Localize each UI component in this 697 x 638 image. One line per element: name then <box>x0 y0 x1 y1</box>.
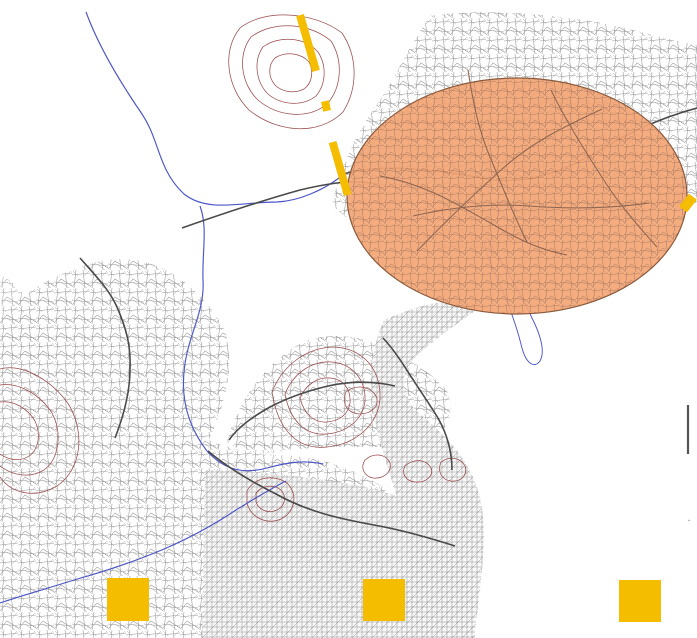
west-edge-network <box>0 275 51 373</box>
yellow-tick-right-edge <box>679 193 697 213</box>
east-islands-contour-3 <box>439 457 467 482</box>
central-hill-contour-3 <box>299 377 351 423</box>
yellow-tick-top <box>296 14 320 72</box>
west-hill-contour-1 <box>0 367 80 494</box>
south-hill-contour-1 <box>246 477 295 522</box>
southwest-river <box>0 480 287 604</box>
west-main-road <box>79 257 131 439</box>
yellow-tick-lower <box>328 140 352 197</box>
study-area-road-network <box>379 69 658 256</box>
frame-marks <box>686 405 691 522</box>
legend-markers <box>107 14 697 622</box>
study-area <box>346 69 688 315</box>
northwest-river <box>85 11 340 206</box>
yellow-square-center <box>363 579 405 621</box>
yellow-tick-middle <box>321 100 331 112</box>
yellow-square-left <box>107 578 149 621</box>
east-connector <box>382 337 453 471</box>
central-hill-contour-1 <box>271 346 381 448</box>
east-islands-contour-2 <box>403 460 432 483</box>
west-hill-contour-2 <box>0 384 59 476</box>
central-river <box>182 205 324 472</box>
south-hill-contour-2 <box>255 485 285 512</box>
highlighted-study-area <box>346 77 688 315</box>
eastern-coastal-urban-area <box>371 301 484 638</box>
right-small-tick <box>687 519 691 522</box>
south-connector <box>207 450 456 547</box>
central-hill-contour-2 <box>284 361 366 435</box>
east-islands-contour-1 <box>362 454 391 479</box>
northern-hill-contour-1 <box>228 14 355 130</box>
northern-hill-contour-4 <box>269 53 313 93</box>
northern-hill-contour-3 <box>256 38 325 104</box>
yellow-square-right <box>619 580 661 622</box>
east-islands-contour-4 <box>344 386 378 415</box>
west-hill-contour-3 <box>0 401 39 460</box>
inner-city-loop <box>228 381 396 441</box>
